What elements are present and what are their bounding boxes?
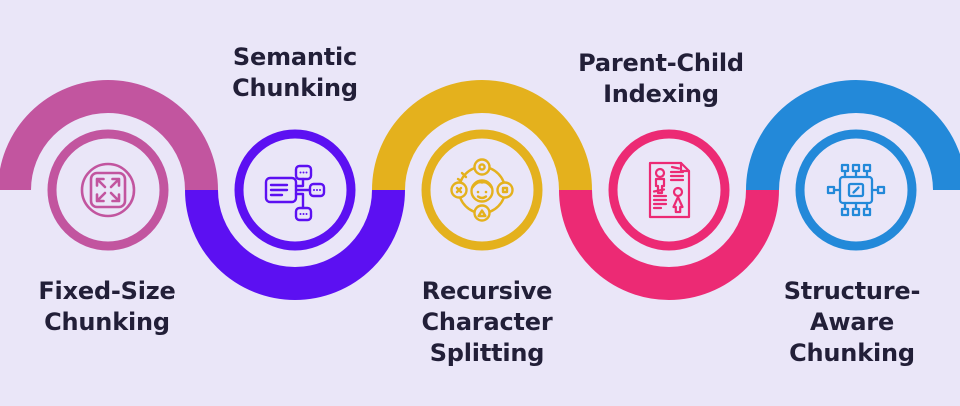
- root-text-lines: [269, 183, 289, 197]
- child-node-right: [308, 182, 326, 198]
- eyes: [476, 190, 488, 194]
- expand-arrows: [95, 177, 121, 203]
- chip-pins: [832, 169, 880, 211]
- parent-child-document-icon: [648, 161, 691, 219]
- smile: [476, 195, 488, 200]
- label-recursive-character-splitting: Recursive Character Splitting: [421, 277, 553, 368]
- label-structure-aware-chunking: Structure- Aware Chunking: [783, 277, 921, 368]
- parent-body: [654, 177, 666, 195]
- wave-arc-1: [0, 80, 218, 191]
- chip-icon: [826, 163, 886, 217]
- label-parent-child-indexing: Parent-Child Indexing: [578, 49, 744, 109]
- label-semantic-chunking: Semantic Chunking: [232, 43, 358, 103]
- icon-rings: [47, 129, 917, 251]
- satellite-right: [496, 181, 514, 199]
- chip-core: [847, 182, 865, 198]
- wave-arc-5: [746, 80, 960, 191]
- child-body: [672, 195, 684, 214]
- parent-head: [654, 167, 666, 179]
- head: [470, 179, 494, 203]
- bottom-text-lines: [652, 188, 668, 210]
- satellite-top: [473, 158, 491, 176]
- cross-glyph: [455, 186, 463, 194]
- top-text-lines: [669, 165, 685, 182]
- document-outline: [648, 161, 691, 219]
- child-node-bottom: [294, 206, 313, 222]
- wave-arc-4: [559, 189, 779, 300]
- ring-fixed-size: [47, 129, 169, 251]
- circle-glyph: [478, 163, 486, 171]
- icon-square: [89, 171, 127, 209]
- mind-map-icon: [264, 164, 326, 222]
- ring-recursive: [421, 129, 543, 251]
- child-node-top: [294, 164, 313, 181]
- sparkle-lines: [456, 171, 468, 183]
- wave-arc-2: [185, 189, 405, 300]
- wave-arc-3: [372, 80, 592, 191]
- satellite-bottom: [473, 204, 491, 222]
- icon-outer-circle: [80, 162, 136, 218]
- hair: [471, 181, 493, 189]
- wave-ribbon: [0, 80, 960, 300]
- triangle-glyph: [477, 209, 487, 218]
- pencil-slash: [852, 186, 860, 194]
- ring-parent-child: [608, 129, 730, 251]
- expand-square-icon: [80, 162, 136, 218]
- pin-squares: [826, 163, 886, 217]
- label-fixed-size-chunking: Fixed-Size Chunking: [38, 277, 176, 337]
- ellipsis-dots: [299, 171, 321, 215]
- square-glyph: [501, 186, 509, 194]
- connector-lines: [294, 177, 312, 210]
- character-shapes-icon: [450, 158, 514, 222]
